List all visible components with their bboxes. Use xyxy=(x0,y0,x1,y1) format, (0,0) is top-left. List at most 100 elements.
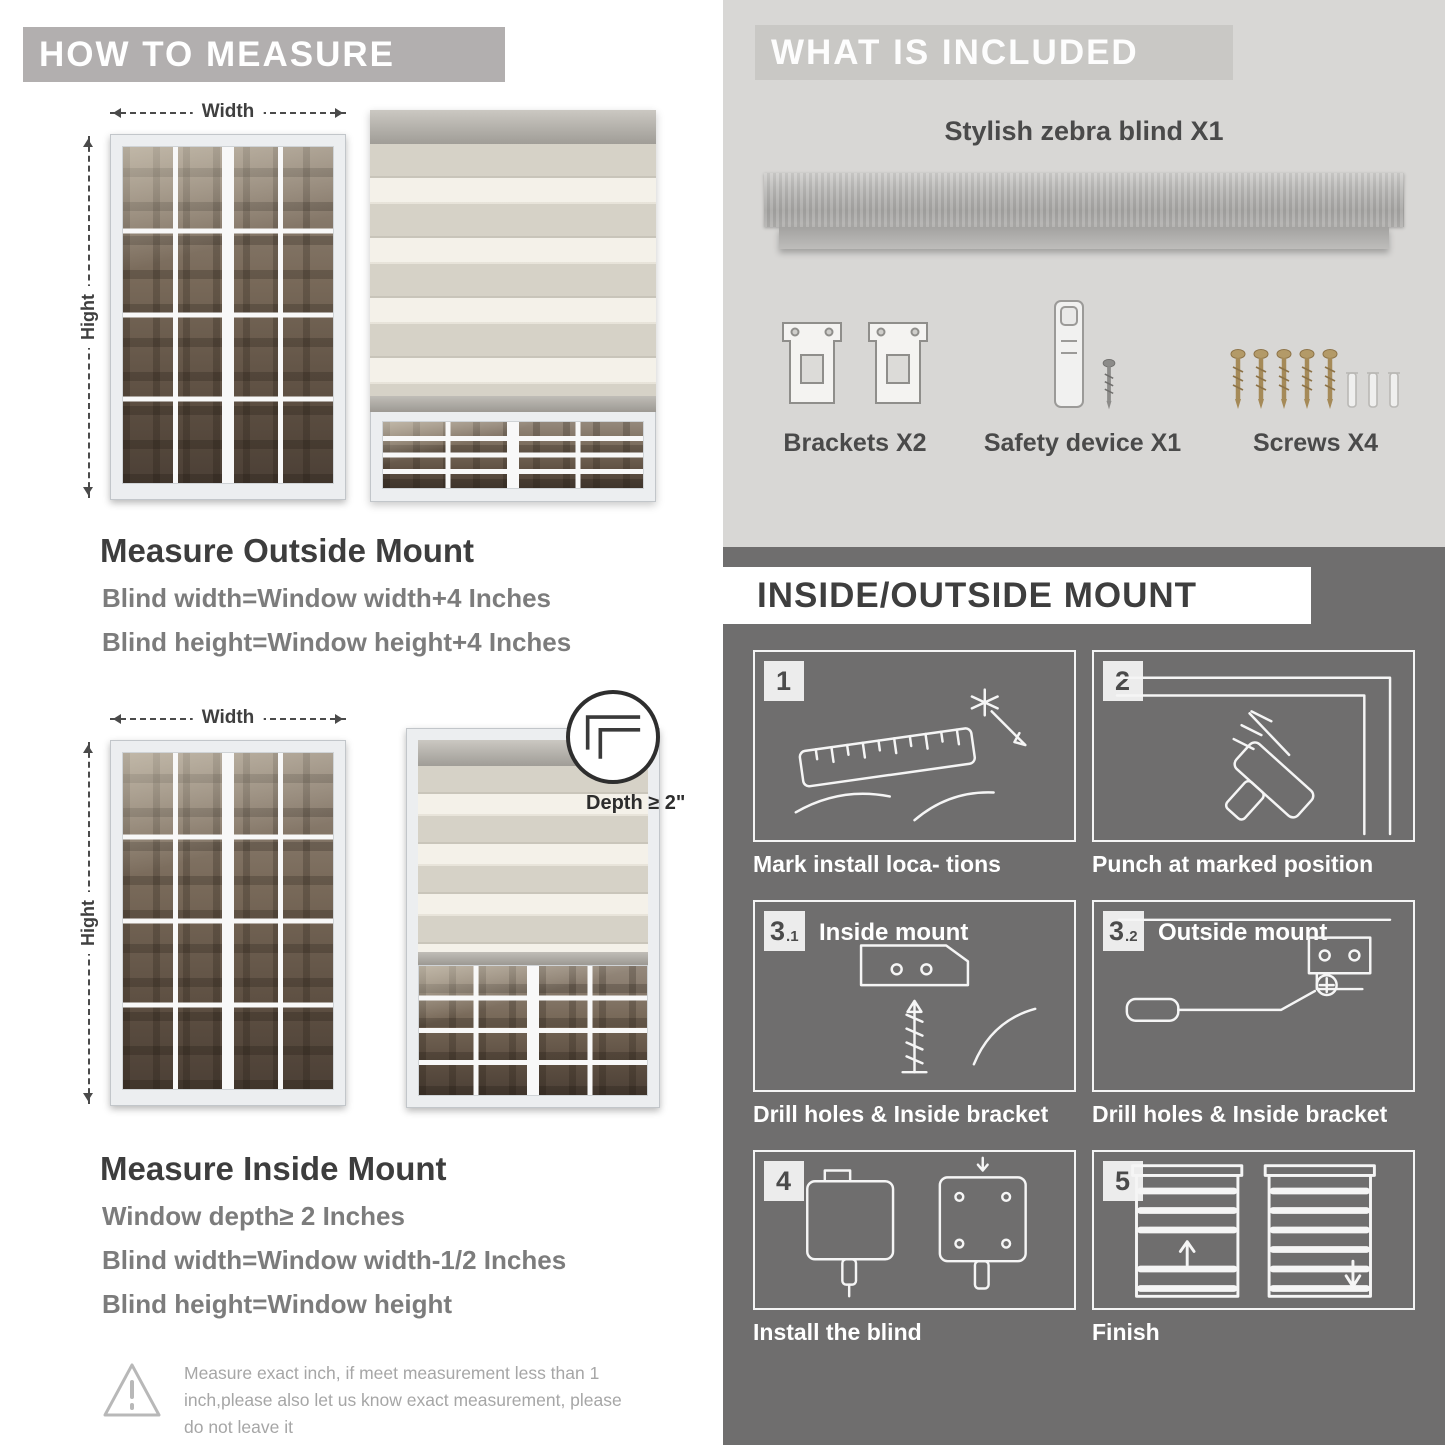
blind-bottom-rail xyxy=(418,952,648,965)
width-label: Width xyxy=(192,707,264,729)
step-badge: 3.2 xyxy=(1103,911,1144,951)
outside-mount-spec: Blind height=Window height+4 Inches xyxy=(102,627,572,657)
inside-mount-heading: Measure Inside Mount xyxy=(100,1150,447,1187)
headrail-lip xyxy=(779,227,1389,249)
screw-icon xyxy=(1299,349,1315,409)
step-3-1: 3.1 Inside mount Drill holes & Inside xyxy=(753,900,1076,1128)
warning-icon xyxy=(103,1363,161,1417)
step-badge: 3.1 xyxy=(764,911,805,951)
step-4: 4 Insta xyxy=(753,1150,1076,1346)
step-panel: 3.2 Outside mount xyxy=(1092,900,1415,1092)
anchor-icon xyxy=(1367,372,1379,408)
outside-mount-heading: Measure Outside Mount xyxy=(100,532,475,569)
width-label: Width xyxy=(192,101,264,123)
drill-illustration xyxy=(1115,676,1392,836)
how-to-measure-section: HOW TO MEASURE Width Hight xyxy=(0,0,718,1445)
window-corner-icon xyxy=(585,715,641,759)
mount-steps-grid: 1 Mark install loc xyxy=(753,650,1415,1346)
step-2: 2 Punch at marked xyxy=(1092,650,1415,878)
step-number: 2 xyxy=(1114,665,1131,696)
window-glass xyxy=(418,965,648,1096)
blind-stripes xyxy=(418,766,648,952)
outside-mount-figure: Width Hight xyxy=(38,101,686,508)
window-glass xyxy=(382,421,644,489)
included-items-row: Brackets X2 xyxy=(775,295,1401,458)
outside-bracket-illustration xyxy=(1117,918,1392,1022)
step-sub-number: .2 xyxy=(1125,928,1138,945)
step-panel: 5 xyxy=(1092,1150,1415,1310)
bracket-icons xyxy=(775,295,935,411)
inside-mount-spec: Blind width=Window width-1/2 Inches xyxy=(102,1245,567,1275)
screw-icon xyxy=(1253,349,1269,409)
screws-item: Screws X4 xyxy=(1230,295,1401,458)
step-badge: 1 xyxy=(764,661,804,701)
step-caption: Finish xyxy=(1092,1319,1160,1345)
right-column: WHAT IS INCLUDED Stylish zebra blind X1 xyxy=(723,0,1445,1445)
step-panel: 2 xyxy=(1092,650,1415,842)
item-label: Screws X4 xyxy=(1252,429,1379,457)
item-label: Brackets X2 xyxy=(783,429,927,457)
depth-label: Depth ≥ 2" xyxy=(586,792,686,814)
step-number: 1 xyxy=(775,665,792,696)
product-name: Stylish zebra blind X1 xyxy=(944,116,1224,146)
blind-stripes xyxy=(370,144,656,396)
inside-mount-spec: Window depth≥ 2 Inches xyxy=(102,1201,405,1231)
height-dimension: Hight xyxy=(78,136,99,498)
mount-title: INSIDE/OUTSIDE MOUNT xyxy=(723,567,1311,624)
outside-mount-spec: Blind width=Window width+4 Inches xyxy=(102,583,551,613)
step-caption: Mark install loca- tions xyxy=(753,851,1001,877)
depth-callout xyxy=(566,690,660,784)
item-label: Safety device X1 xyxy=(983,429,1182,457)
step-panel: 4 xyxy=(753,1150,1076,1310)
mark-location-illustration xyxy=(794,688,1027,822)
step-title: Inside mount xyxy=(819,919,969,946)
safety-device-icons xyxy=(1050,295,1116,411)
width-dimension: Width xyxy=(110,707,346,729)
step-3-2: 3.2 Outside mount xyxy=(1092,900,1415,1128)
safety-device-icon xyxy=(1053,300,1084,408)
window-frame xyxy=(110,740,346,1106)
window-glass xyxy=(122,752,334,1090)
zebra-blind-outside-illustration xyxy=(370,110,656,502)
step-badge: 4 xyxy=(764,1161,804,1201)
step-number: 4 xyxy=(775,1165,792,1196)
step-number: 3 xyxy=(1109,915,1125,946)
step-caption: Drill holes & Inside bracket xyxy=(753,1101,1049,1127)
screw-icon xyxy=(1276,349,1292,409)
anchor-icon xyxy=(1388,372,1400,408)
window-glass xyxy=(122,146,334,484)
step-number: 3 xyxy=(770,915,786,946)
window-illustration-outside: Width Hight xyxy=(78,101,350,506)
screw-icons xyxy=(1230,295,1401,411)
inside-mount-spec: Blind height=Window height xyxy=(102,1289,452,1319)
step-title: Outside mount xyxy=(1158,919,1328,946)
bracket-icon xyxy=(782,322,842,404)
headrail-top xyxy=(764,173,1404,227)
window-illustration-inside: Width Hight xyxy=(78,707,350,1112)
anchor-icon xyxy=(1346,372,1358,408)
inside-bracket-illustration xyxy=(859,944,1037,1074)
blind-cassette xyxy=(370,110,656,144)
install-blind-illustration xyxy=(806,1156,1027,1298)
window-below-blind xyxy=(370,412,656,502)
finished-blinds-illustration xyxy=(1131,1164,1376,1298)
window-frame xyxy=(110,134,346,500)
bracket-icon xyxy=(868,322,928,404)
step-caption: Punch at marked position xyxy=(1092,851,1374,877)
screw-icon xyxy=(1230,349,1246,409)
measure-warning: Measure exact inch, if meet measurement … xyxy=(100,1360,640,1441)
step-5: 5 xyxy=(1092,1150,1415,1346)
step-1: 1 Mark install loc xyxy=(753,650,1076,878)
step-sub-number: .1 xyxy=(786,928,799,945)
height-dimension: Hight xyxy=(78,742,99,1104)
warning-text: Measure exact inch, if meet measurement … xyxy=(184,1363,622,1438)
height-label: Hight xyxy=(78,286,99,348)
blind-bottom-rail xyxy=(370,396,656,412)
height-label: Hight xyxy=(78,892,99,954)
inside-mount-figure: Width Hight Depth ≥ 2" xyxy=(38,690,686,1126)
screw-icon xyxy=(1102,359,1115,410)
what-is-included-section: WHAT IS INCLUDED Stylish zebra blind X1 xyxy=(723,0,1445,547)
step-number: 5 xyxy=(1114,1165,1131,1196)
step-panel: 3.1 Inside mount xyxy=(753,900,1076,1092)
